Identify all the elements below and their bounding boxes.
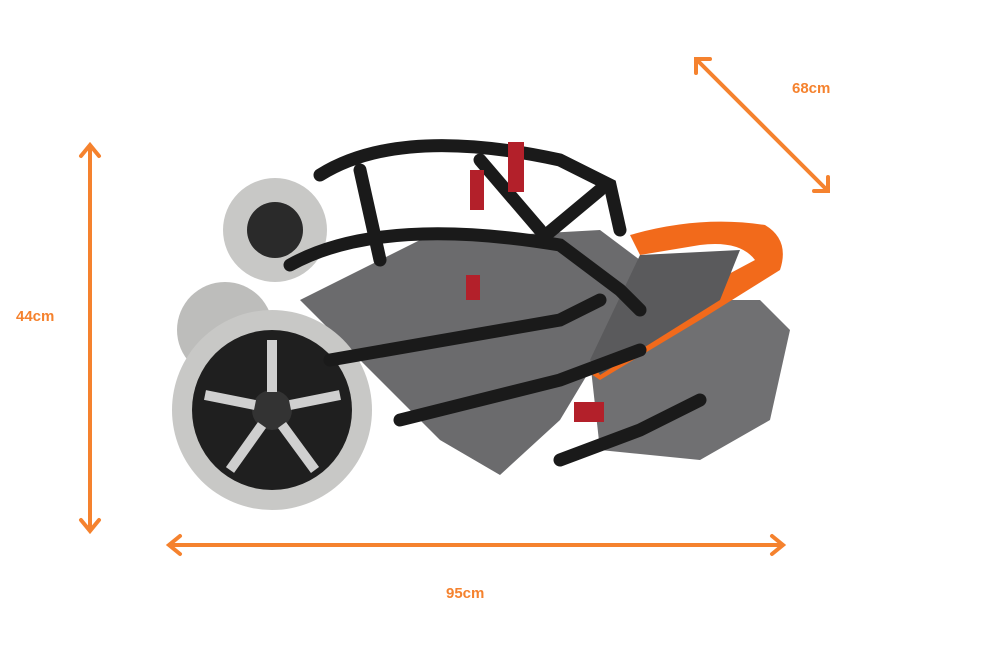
length-arrow [165, 534, 787, 556]
red-clips [466, 142, 604, 422]
stroller-fabric [300, 221, 790, 475]
height-label: 44cm [16, 308, 55, 325]
front-wheel [172, 310, 372, 510]
depth-arrow [694, 57, 830, 193]
length-label: 95cm [446, 585, 485, 602]
stroller-frame [283, 139, 707, 467]
height-arrow [79, 141, 101, 535]
depth-label: 68cm [792, 80, 831, 97]
rear-wheel-upper [223, 178, 327, 282]
